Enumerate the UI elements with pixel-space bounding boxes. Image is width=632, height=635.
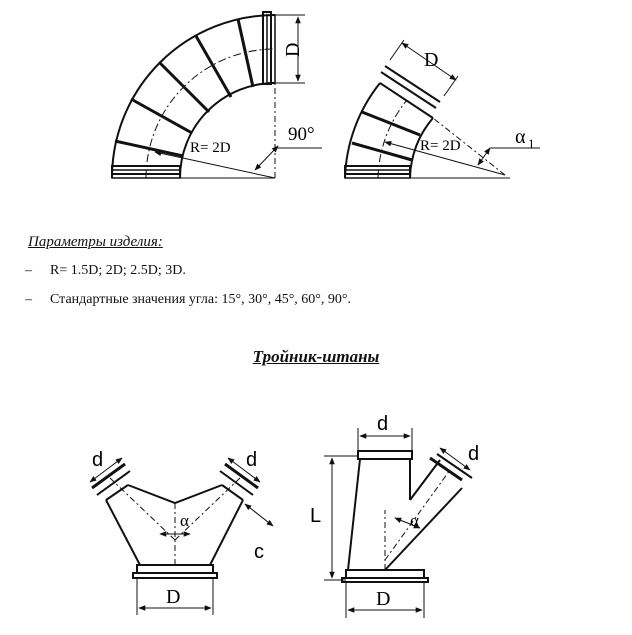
y-tee-angle-label: α xyxy=(180,511,189,530)
elbow-right-angle-label: α xyxy=(515,126,526,148)
elbow-left-radius-label: R= 2D xyxy=(190,140,231,156)
elbow-left-diameter-dimension xyxy=(275,14,305,84)
elbow-right-diameter-label: D xyxy=(424,49,438,71)
elbow-left-diameter-label: D xyxy=(282,43,304,57)
side-tee-top-label: d xyxy=(377,413,388,435)
side-tee-length-label: L xyxy=(310,505,321,527)
elbow-alpha-drawing xyxy=(344,65,441,179)
side-tee-angle-label: α xyxy=(410,511,419,530)
params-item-text: R= 1.5D; 2D; 2.5D; 3D. xyxy=(50,263,186,278)
y-tee-base-label: D xyxy=(166,586,180,608)
params-item-text: Стандартные значения угла: 15°, 30°, 45°… xyxy=(50,292,351,307)
side-tee-branch-label: d xyxy=(468,443,479,465)
tee-diagrams: d d α c D d d L α D xyxy=(89,413,479,618)
y-tee-length-label: c xyxy=(254,541,264,563)
elbow-right-radius-line xyxy=(384,117,540,179)
elbow-90-drawing xyxy=(111,11,276,179)
y-tee-drawing xyxy=(91,462,259,579)
elbow-right-angle-subscript: 1 xyxy=(528,136,535,151)
side-tee-dimensions xyxy=(324,428,471,618)
elbow-right-diameter-dimension xyxy=(389,39,459,97)
bullet-dash: – xyxy=(25,292,32,307)
elbow-left-angle-dimension xyxy=(254,145,322,171)
elbow-diagrams: D R= 2D 90° D R= 2D α 1 xyxy=(111,11,540,179)
elbow-left-angle-label: 90° xyxy=(288,124,315,145)
elbow-right-radius-label: R= 2D xyxy=(420,138,461,154)
params-heading: Параметры изделия: xyxy=(28,234,163,250)
y-tee-right-branch-label: d xyxy=(246,449,257,471)
elbow-left-radius-line xyxy=(154,83,276,179)
section-title: Тройник-штаны xyxy=(252,347,380,366)
side-tee-drawing xyxy=(341,450,473,583)
side-tee-base-label: D xyxy=(376,588,390,610)
y-tee-left-branch-label: d xyxy=(92,449,103,471)
bullet-dash: – xyxy=(25,263,32,278)
y-tee-dimensions xyxy=(89,457,274,615)
